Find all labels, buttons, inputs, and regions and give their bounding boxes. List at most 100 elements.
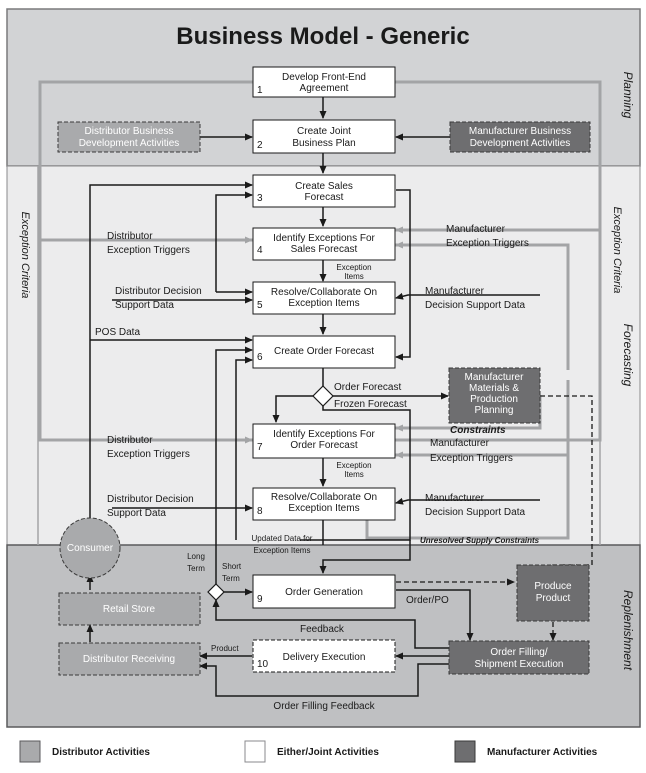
legend-label-joint: Either/Joint Activities	[277, 747, 379, 758]
label-mfr-exc-triggers-2b: Exception Triggers	[430, 453, 513, 464]
label-updated-data-a: Updated Data for	[252, 534, 313, 543]
step-10-line1: Delivery Execution	[283, 652, 366, 663]
step-3-number: 3	[257, 193, 263, 204]
label-long-term-b: Term	[187, 564, 205, 573]
step-5-line1: Resolve/Collaborate On	[271, 287, 377, 298]
retail-store-box[interactable]: Retail Store	[58, 592, 201, 626]
label-unresolved-supply: Unresolved Supply Constraints	[420, 536, 540, 545]
order-filling-line2: Shipment Execution	[475, 659, 564, 670]
step-9-number: 9	[257, 594, 263, 605]
label-feedback: Feedback	[300, 624, 345, 635]
step-3-line1: Create Sales	[295, 181, 353, 192]
label-dist-decision-1a: Distributor Decision	[115, 286, 202, 297]
legend-label-distributor: Distributor Activities	[52, 747, 150, 758]
distributor-business-development-box[interactable]: Distributor Business Development Activit…	[57, 121, 201, 153]
produce-product-box[interactable]: Produce Product	[516, 564, 590, 622]
legend-swatch-joint	[244, 740, 266, 763]
mfr-bus-dev-line1: Manufacturer Business	[469, 126, 571, 137]
label-exception-items-1a: Exception	[336, 263, 371, 272]
step-5-number: 5	[257, 300, 263, 311]
label-frozen-forecast: Frozen Forecast	[334, 399, 407, 410]
manufacturer-business-development-box[interactable]: Manufacturer Business Development Activi…	[449, 121, 591, 153]
legend-swatch-distributor	[19, 740, 41, 763]
lane-label-exception-right: Exception Criteria	[611, 207, 623, 294]
step-box-3[interactable]: 3 Create Sales Forecast	[252, 174, 396, 208]
mfr-materials-line4: Planning	[475, 405, 514, 416]
label-mfr-decision-1a: Manufacturer	[425, 286, 485, 297]
label-mfr-exc-triggers-1a: Manufacturer	[446, 224, 506, 235]
label-updated-data-b: Exception Items	[254, 546, 311, 555]
label-dist-decision-2b: Support Data	[107, 508, 166, 519]
step-8-line2: Exception Items	[288, 503, 359, 514]
step-box-4[interactable]: 4 Identify Exceptions For Sales Forecast	[252, 227, 396, 261]
legend-item-distributor: Distributor Activities	[19, 740, 150, 763]
lane-label-forecasting: Forecasting	[621, 324, 635, 387]
label-dist-exc-triggers-1a: Distributor	[107, 231, 153, 242]
distributor-receiving-label: Distributor Receiving	[83, 654, 175, 665]
label-exception-items-2a: Exception	[336, 461, 371, 470]
dist-bus-dev-line1: Distributor Business	[85, 126, 174, 137]
legend-label-manufacturer: Manufacturer Activities	[487, 747, 598, 758]
step-1-line2: Agreement	[300, 83, 349, 94]
lane-label-planning: Planning	[621, 72, 635, 119]
label-constraints: Constraints	[450, 425, 506, 436]
step-7-line2: Order Forecast	[290, 440, 357, 451]
label-order-po: Order/PO	[406, 595, 449, 606]
step-9-line1: Order Generation	[285, 587, 363, 598]
label-mfr-exc-triggers-1b: Exception Triggers	[446, 238, 529, 249]
step-8-line1: Resolve/Collaborate On	[271, 492, 377, 503]
label-short-term-b: Term	[222, 574, 240, 583]
order-filling-line1: Order Filling/	[490, 647, 547, 658]
step-box-6[interactable]: 6 Create Order Forecast	[252, 335, 396, 369]
manufacturer-materials-planning-box[interactable]: Manufacturer Materials & Production Plan…	[448, 367, 541, 424]
label-dist-exc-triggers-2a: Distributor	[107, 435, 153, 446]
label-order-filling-feedback: Order Filling Feedback	[273, 701, 375, 712]
step-box-5[interactable]: 5 Resolve/Collaborate On Exception Items	[252, 281, 396, 315]
legend: Distributor Activities Either/Joint Acti…	[19, 740, 598, 763]
legend-swatch-manufacturer	[454, 740, 476, 763]
step-box-2[interactable]: 2 Create Joint Business Plan	[252, 119, 396, 154]
step-3-line2: Forecast	[305, 192, 344, 203]
lane-label-replenishment: Replenishment	[621, 590, 635, 671]
step-5-line2: Exception Items	[288, 298, 359, 309]
step-box-10[interactable]: 10 Delivery Execution	[252, 639, 396, 673]
step-7-line1: Identify Exceptions For	[273, 429, 375, 440]
step-4-number: 4	[257, 245, 263, 256]
step-4-line1: Identify Exceptions For	[273, 233, 375, 244]
step-1-line1: Develop Front-End	[282, 72, 366, 83]
step-2-line2: Business Plan	[292, 138, 355, 149]
decision-diamond-term	[207, 583, 225, 601]
distributor-receiving-box[interactable]: Distributor Receiving	[58, 642, 201, 676]
step-box-1[interactable]: 1 Develop Front-End Agreement	[252, 66, 396, 98]
step-6-number: 6	[257, 352, 263, 363]
label-dist-exc-triggers-1b: Exception Triggers	[107, 245, 190, 256]
label-mfr-decision-2b: Decision Support Data	[425, 507, 525, 518]
decision-diamond-forecast	[312, 385, 334, 407]
lane-label-exception-left: Exception Criteria	[19, 212, 31, 299]
step-box-7[interactable]: 7 Identify Exceptions For Order Forecast	[252, 423, 396, 459]
label-mfr-decision-2a: Manufacturer	[425, 493, 485, 504]
step-7-number: 7	[257, 442, 263, 453]
label-product: Product	[211, 644, 239, 653]
dist-bus-dev-line2: Development Activities	[79, 138, 180, 149]
label-long-term-a: Long	[187, 552, 205, 561]
step-1-number: 1	[257, 85, 263, 96]
consumer-label: Consumer	[67, 543, 114, 554]
step-box-8[interactable]: 8 Resolve/Collaborate On Exception Items	[252, 487, 396, 521]
mfr-materials-line1: Manufacturer	[465, 372, 525, 383]
label-dist-decision-2a: Distributor Decision	[107, 494, 194, 505]
step-4-line2: Sales Forecast	[291, 244, 358, 255]
label-exception-items-1b: Items	[344, 272, 364, 281]
mfr-materials-line2: Materials &	[469, 383, 519, 394]
step-6-line1: Create Order Forecast	[274, 346, 374, 357]
consumer-circle[interactable]: Consumer	[59, 517, 121, 579]
label-pos-data: POS Data	[95, 327, 140, 338]
step-box-9[interactable]: 9 Order Generation	[252, 574, 396, 609]
retail-store-label: Retail Store	[103, 604, 156, 615]
order-filling-shipment-box[interactable]: Order Filling/ Shipment Execution	[448, 640, 590, 675]
legend-item-joint: Either/Joint Activities	[244, 740, 379, 763]
label-mfr-exc-triggers-2a: Manufacturer	[430, 438, 490, 449]
diagram-title: Business Model - Generic	[176, 23, 469, 50]
label-short-term-a: Short	[222, 562, 242, 571]
